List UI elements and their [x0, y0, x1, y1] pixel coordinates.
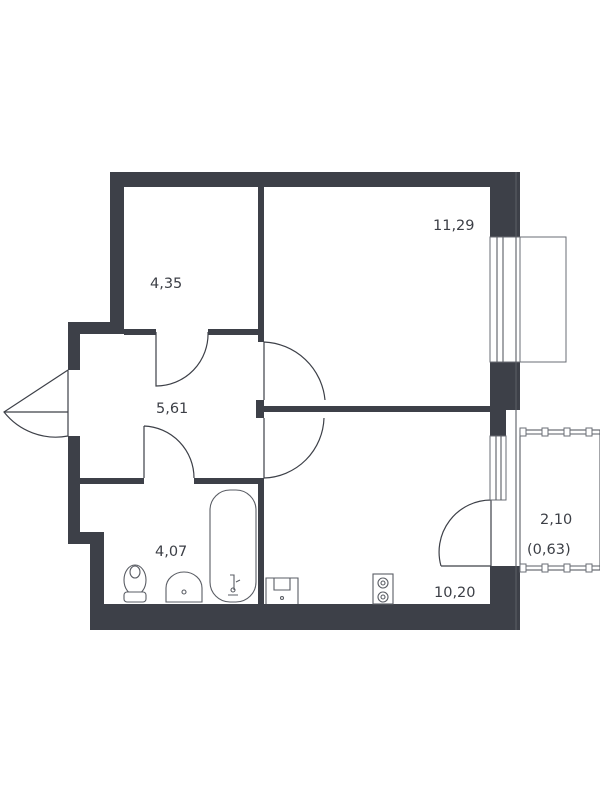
bedroom-door — [263, 341, 326, 401]
doors — [3, 331, 492, 567]
kitchen-sink — [265, 577, 299, 604]
balcony-area-label: 2,10 — [540, 512, 572, 528]
bathroom-area-label: 4,07 — [155, 544, 187, 560]
bathroom-fixtures — [123, 489, 257, 603]
bedroom-area-label: 11,29 — [433, 218, 475, 234]
sink — [165, 571, 203, 603]
room-labels: 4,35 11,29 5,61 4,07 10,20 2,10 (0,63) — [150, 218, 572, 601]
windows — [489, 172, 567, 630]
storage-door — [155, 331, 209, 387]
kitchen-area-label: 10,20 — [434, 585, 476, 601]
outer-walls — [68, 172, 520, 630]
balcony-door — [438, 499, 492, 567]
entrance-door — [3, 369, 69, 438]
bathroom-door — [143, 425, 195, 479]
balcony — [519, 427, 600, 573]
storage-area-label: 4,35 — [150, 276, 182, 292]
hallway-area-label: 5,61 — [156, 401, 188, 417]
kitchen-fixtures — [265, 573, 394, 605]
balcony-reduced-area-label: (0,63) — [527, 542, 571, 558]
kitchen-door — [263, 417, 325, 479]
bathtub — [209, 489, 257, 603]
interior-walls — [80, 187, 490, 604]
